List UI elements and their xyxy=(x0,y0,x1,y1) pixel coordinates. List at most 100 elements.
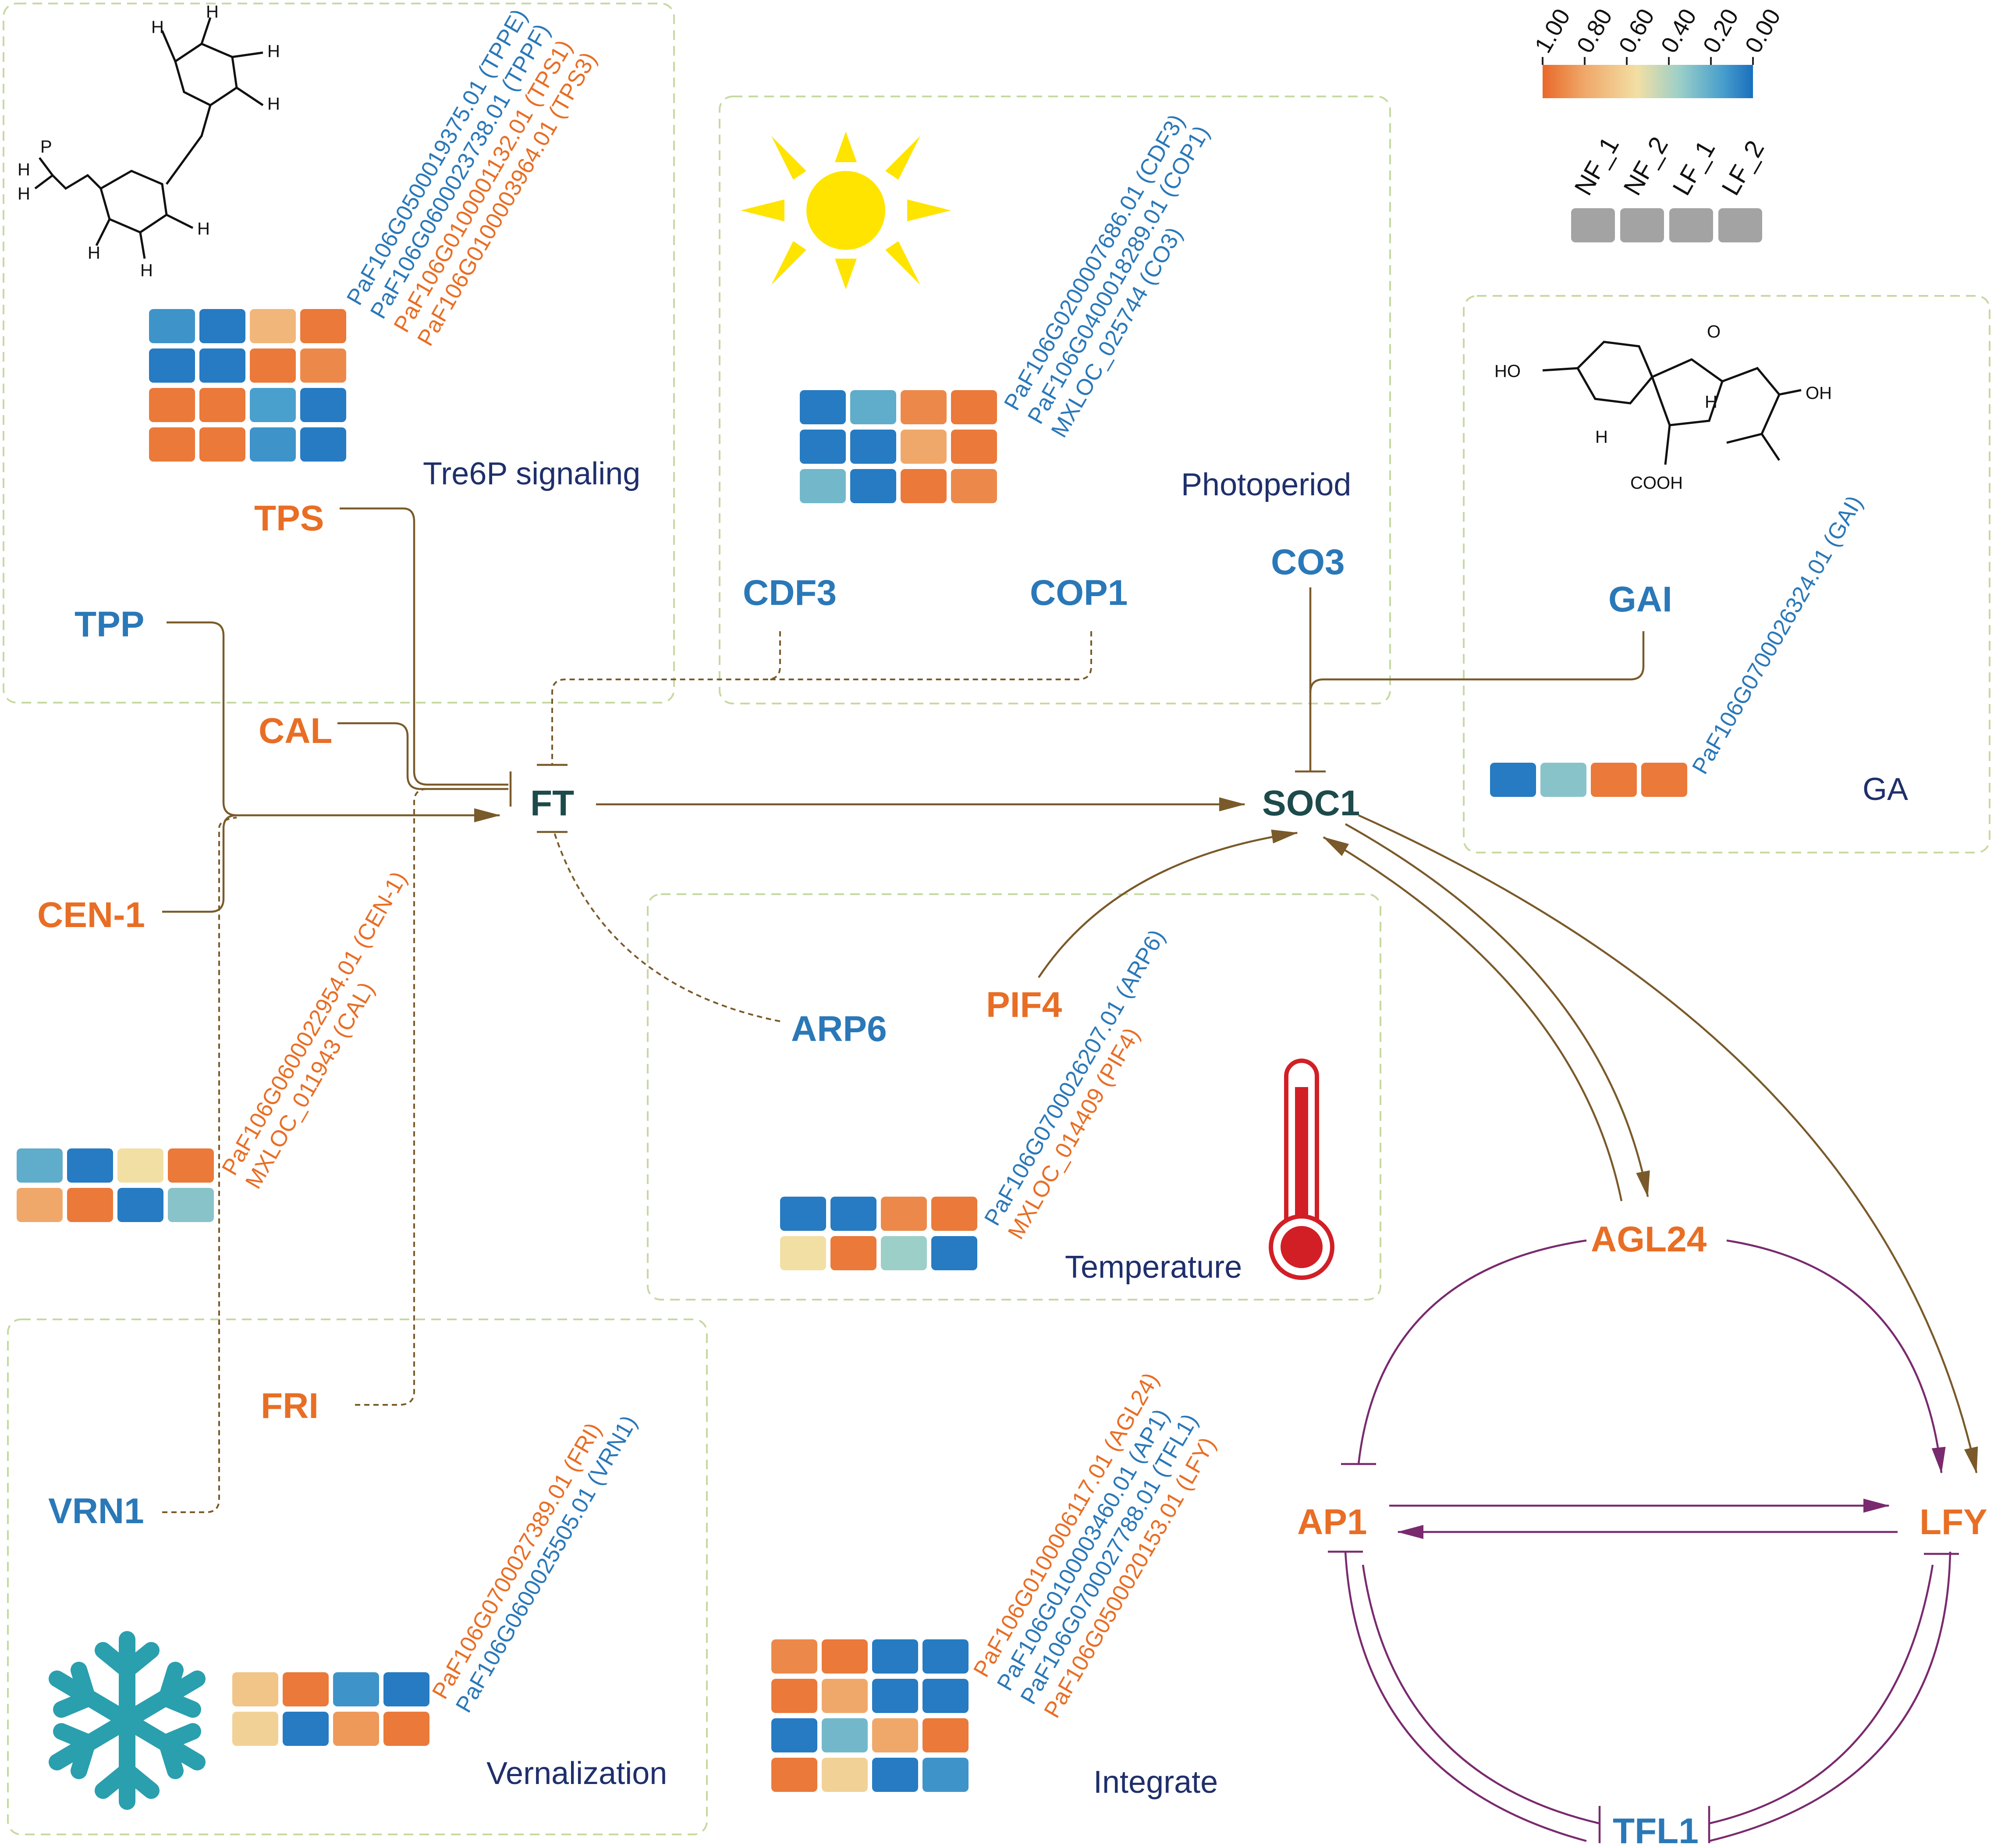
heatmap-cell xyxy=(1591,763,1637,797)
heatmap-integrate xyxy=(771,1639,969,1792)
edge-gai-soc1 xyxy=(1309,631,1645,693)
heatmap-cell xyxy=(232,1672,278,1706)
heatmap-cell xyxy=(922,1679,969,1713)
heatmap-cell xyxy=(149,388,195,422)
heatmap-cell xyxy=(199,427,245,462)
gene-id-label: PaF106G0700027389.01 (FRI) xyxy=(427,1418,607,1703)
edge-tps-ft xyxy=(340,507,508,786)
heatmap-cell xyxy=(117,1188,163,1222)
heatmap-cell xyxy=(822,1639,868,1674)
panel-label-ga: GA xyxy=(1863,772,1908,807)
tre-label-h2: H xyxy=(206,2,219,21)
legend-sample-label: LF_2 xyxy=(1716,136,1770,200)
heatmap-cell xyxy=(771,1718,817,1752)
heatmap-cell xyxy=(822,1718,868,1752)
heatmap-cell xyxy=(922,1718,969,1752)
heatmap-cell xyxy=(1540,763,1586,797)
heatmap-cell xyxy=(250,348,296,383)
edge-tpp-ft xyxy=(167,621,500,822)
heatmap-cell xyxy=(850,469,896,503)
heatmap-cell xyxy=(771,1639,817,1674)
heatmap-cell xyxy=(872,1679,918,1713)
heatmap-cell xyxy=(931,1197,977,1231)
heatmap-cell xyxy=(232,1712,278,1746)
ga-label-cooh: COOH xyxy=(1630,473,1683,493)
ga-label-h2: H xyxy=(1595,427,1608,447)
heatmap-cell xyxy=(901,390,947,424)
edge-cdf3-ft xyxy=(551,631,781,765)
legend-sample-swatch xyxy=(1718,208,1762,242)
node-tps: TPS xyxy=(254,498,324,538)
heatmap-cell xyxy=(168,1188,214,1222)
tre-label-h3: H xyxy=(267,42,280,61)
heatmap-cell xyxy=(881,1197,927,1231)
gene-id-label: PaF106G0700026207.01 (ARP6) xyxy=(979,925,1170,1230)
heatmap-photoperiod xyxy=(800,390,997,503)
tre-label-h8: H xyxy=(140,261,153,280)
trehalose-6-phosphate-structure: H H H H P H H H H H xyxy=(18,2,280,280)
gene-list-tre6p: PaF106G0500019375.01 (TPPE)PaF106G060002… xyxy=(342,5,602,350)
heatmap-cell xyxy=(283,1712,329,1746)
gene-list-integrate: PaF106G0100006117.01 (AGL24)PaF106G01000… xyxy=(969,1368,1221,1722)
gibberellin-structure: HO OH COOH O H H xyxy=(1494,322,1832,493)
panel-vernalization xyxy=(7,1318,708,1835)
node-cdf3: CDF3 xyxy=(743,573,837,613)
node-agl24: AGL24 xyxy=(1591,1219,1707,1259)
legend-tick-label: 1.00 xyxy=(1529,4,1575,57)
node-fri: FRI xyxy=(261,1386,319,1426)
heatmap-cell xyxy=(149,427,195,462)
heatmap-cell xyxy=(922,1639,969,1674)
edge-agl24-lfy xyxy=(1726,1239,1946,1474)
legend-sample-label: NF_2 xyxy=(1618,132,1674,200)
heatmap-cell xyxy=(333,1712,379,1746)
gene-list-ga: PaF106G0700026324.01 (GAI) xyxy=(1687,491,1868,778)
edge-agl24-ap1 xyxy=(1357,1239,1587,1464)
tre-label-h1: H xyxy=(151,18,164,37)
heatmap-cell xyxy=(800,390,846,424)
heatmap-cell xyxy=(901,430,947,464)
heatmap-cell xyxy=(67,1148,113,1183)
panel-label-photoperiod: Photoperiod xyxy=(1181,467,1351,502)
legend-sample-swatch xyxy=(1620,208,1664,242)
heatmap-cell xyxy=(850,390,896,424)
node-vrn1: VRN1 xyxy=(48,1491,144,1531)
edge-cop1-ft xyxy=(767,631,1092,680)
gene-id-label: PaF106G0400018289.01 (COP1) xyxy=(1023,121,1215,428)
heatmap-cell xyxy=(300,388,346,422)
legend-tick-label: 0.00 xyxy=(1740,4,1786,57)
heatmap-tre6p xyxy=(149,309,346,462)
heatmap-cell xyxy=(300,348,346,383)
edge-cen1-ft xyxy=(162,814,237,913)
heatmap-cell xyxy=(830,1197,876,1231)
heatmap-cell xyxy=(283,1672,329,1706)
heatmap-cell xyxy=(1490,763,1536,797)
gene-list-temperature: PaF106G0700026207.01 (ARP6)MXLOC_014409 … xyxy=(979,925,1170,1244)
edge-soc1-agl24 xyxy=(1345,823,1650,1198)
edge-tfl1-ap1-inner xyxy=(1362,1564,1600,1825)
gene-id-label: PaF106G0600022954.01 (CEN-1) xyxy=(217,867,412,1180)
legend-tick-label: 0.60 xyxy=(1614,4,1660,57)
heatmap-cell xyxy=(931,1236,977,1270)
heatmap-cell xyxy=(951,469,997,503)
edge-vrn1-ft xyxy=(162,817,237,1513)
legend-tick-label: 0.20 xyxy=(1698,4,1744,57)
legend-gradient-bar xyxy=(1543,65,1753,98)
gene-list-vernalization: PaF106G0700027389.01 (FRI)PaF106G0600025… xyxy=(427,1411,642,1717)
gene-list-photoperiod: PaF106G0200007686.01 (CDF3)PaF106G040001… xyxy=(999,110,1214,442)
heatmap-cell xyxy=(881,1236,927,1270)
heatmap-cell xyxy=(250,309,296,343)
tre-label-h5: H xyxy=(18,160,30,179)
panel-label-vernalization: Vernalization xyxy=(486,1756,667,1791)
heatmap-cell xyxy=(199,309,245,343)
heatmap-cell xyxy=(67,1188,113,1222)
heatmap-cell xyxy=(17,1148,63,1183)
heatmap-cell xyxy=(850,430,896,464)
heatmap-cell xyxy=(383,1672,429,1706)
heatmap-cell xyxy=(780,1197,826,1231)
legend-sample-label: NF_1 xyxy=(1569,132,1625,200)
gene-id-label: PaF106G0600025505.01 (VRN1) xyxy=(451,1411,642,1717)
heatmap-cell xyxy=(922,1758,969,1792)
panel-temperature xyxy=(647,893,1381,1301)
tre-label-p: P xyxy=(40,137,52,156)
